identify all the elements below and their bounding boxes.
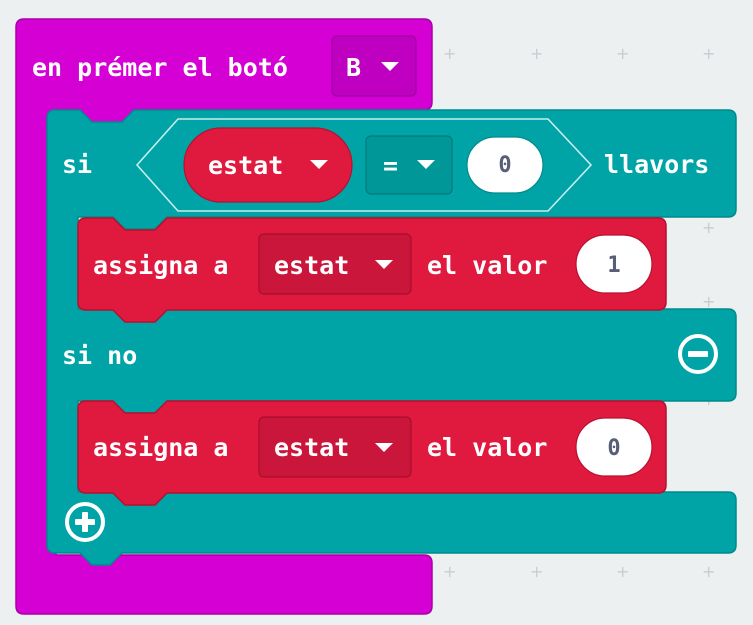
- plus-circle-icon[interactable]: [65, 502, 105, 542]
- value-input[interactable]: 1: [575, 234, 653, 294]
- if-else-block[interactable]: si llavors si no estat = 0: [46, 109, 737, 566]
- compare-value: 0: [498, 153, 511, 178]
- workspace-grid-mark: +: [702, 562, 716, 581]
- on-button-pressed-block[interactable]: en prémer el botó B: [15, 18, 433, 615]
- value-number: 0: [607, 436, 620, 461]
- chevron-down-icon: [375, 443, 393, 452]
- variable-dropdown-value: estat: [274, 433, 349, 462]
- workspace-grid-mark: +: [616, 44, 630, 63]
- minus-circle-icon[interactable]: [678, 334, 718, 374]
- variable-dropdown-value: estat: [274, 251, 349, 280]
- then-label: llavors: [604, 150, 709, 179]
- event-label: en prémer el botó: [32, 53, 288, 82]
- workspace-grid-mark: +: [443, 562, 457, 581]
- chevron-down-icon: [310, 160, 328, 169]
- compare-value-input[interactable]: 0: [466, 136, 544, 194]
- workspace-grid-mark: +: [702, 292, 716, 311]
- workspace-grid-mark: +: [530, 562, 544, 581]
- if-label: si: [62, 150, 92, 179]
- set-variable-block-else[interactable]: assigna a estat el valor 0: [77, 400, 667, 506]
- button-dropdown-value: B: [346, 53, 361, 82]
- workspace-grid-mark: +: [702, 218, 716, 237]
- else-label: si no: [62, 341, 137, 370]
- set-label: assigna a: [93, 251, 228, 280]
- value-number: 1: [607, 253, 620, 278]
- chevron-down-icon: [375, 260, 393, 269]
- chevron-down-icon: [417, 160, 435, 169]
- variable-dropdown[interactable]: estat: [258, 416, 412, 478]
- workspace-grid-mark: +: [616, 562, 630, 581]
- button-dropdown[interactable]: B: [331, 35, 417, 97]
- workspace-grid-mark: +: [702, 44, 716, 63]
- set-variable-block-then[interactable]: assigna a estat el valor 1: [77, 217, 667, 323]
- set-label: assigna a: [93, 433, 228, 462]
- value-input[interactable]: 0: [575, 417, 653, 477]
- variable-dropdown-value: estat: [208, 151, 283, 180]
- value-label: el valor: [427, 251, 547, 280]
- compare-condition-block[interactable]: estat = 0: [135, 118, 593, 212]
- variable-dropdown[interactable]: estat: [258, 233, 412, 295]
- workspace-grid-mark: +: [530, 44, 544, 63]
- variable-dropdown[interactable]: estat: [183, 127, 353, 203]
- value-label: el valor: [427, 433, 547, 462]
- chevron-down-icon: [381, 62, 399, 71]
- operator-dropdown[interactable]: =: [365, 135, 453, 195]
- operator-dropdown-value: =: [383, 151, 398, 180]
- workspace-grid-mark: +: [443, 44, 457, 63]
